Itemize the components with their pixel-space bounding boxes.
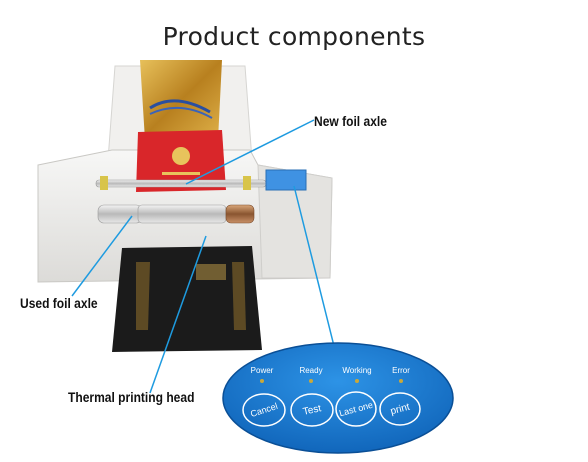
gold-foil-card: [140, 60, 222, 140]
copper-roller: [225, 204, 255, 224]
black-output-card: [112, 246, 262, 352]
new-foil-axle-label: New foil axle: [314, 113, 387, 129]
working-led: [355, 379, 359, 383]
test-button[interactable]: Test: [290, 393, 334, 427]
red-book: [136, 130, 226, 192]
used-foil-roller: [97, 204, 143, 224]
error-indicator-label: Error: [392, 366, 410, 375]
thermal-printing-head-label: Thermal printing head: [68, 389, 195, 405]
print-button[interactable]: print: [379, 392, 421, 426]
power-led: [260, 379, 264, 383]
new-foil-axle-rod: [95, 179, 267, 188]
ready-indicator-label: Ready: [299, 366, 322, 375]
control-panel: Power Ready Working Error Cancel Test La…: [222, 342, 454, 454]
control-panel-oval: [222, 342, 454, 454]
working-indicator-label: Working: [342, 366, 371, 375]
ready-led: [309, 379, 313, 383]
thermal-head-roller: [137, 204, 227, 224]
svg-text:Test: Test: [302, 403, 322, 418]
pointer-lines: [71, 119, 337, 394]
power-indicator-label: Power: [251, 366, 274, 375]
lcd-display: [265, 169, 307, 191]
page-title: Product components: [162, 22, 426, 51]
used-foil-axle-label: Used foil axle: [20, 295, 98, 311]
svg-text:print: print: [389, 402, 411, 418]
error-led: [399, 379, 403, 383]
